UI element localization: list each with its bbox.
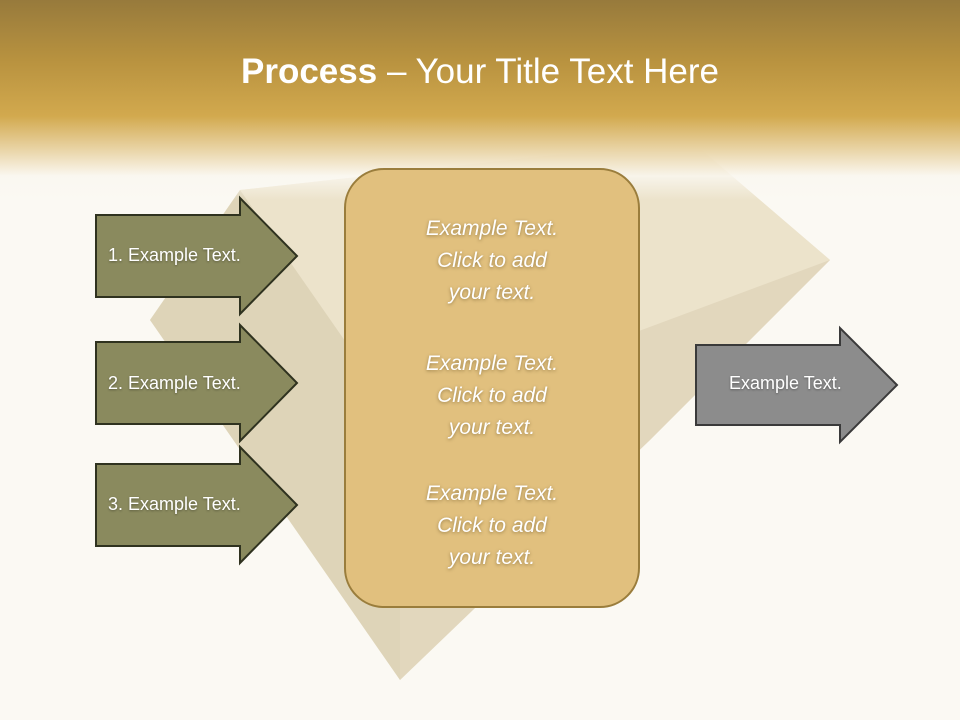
left-arrow-1-label: 1. Example Text. — [108, 245, 241, 265]
block-3-line-1: Example Text. — [425, 482, 559, 505]
left-arrow-3-label: 3. Example Text. — [108, 494, 241, 514]
block-2-line-1: Example Text. — [425, 352, 559, 375]
block-2-line-2: Click to add — [437, 384, 547, 407]
center-text-block-1[interactable]: Example Text. Click to add your text. — [344, 213, 640, 309]
title-rest: – Your Title Text Here — [377, 52, 719, 91]
block-1-line-3: your text. — [448, 281, 536, 304]
slide-title[interactable]: Process – Your Title Text Here — [0, 52, 960, 92]
center-text-block-2[interactable]: Example Text. Click to add your text. — [344, 348, 640, 444]
right-arrow-label: Example Text. — [729, 373, 842, 393]
left-arrow-2-label: 2. Example Text. — [108, 373, 241, 393]
block-1-line-1: Example Text. — [425, 217, 559, 240]
block-2-line-3: your text. — [448, 416, 536, 439]
title-bold: Process — [241, 52, 378, 91]
header-band — [0, 0, 960, 200]
block-1-line-2: Click to add — [437, 249, 547, 272]
center-text-panel[interactable] — [344, 168, 640, 608]
block-3-line-3: your text. — [448, 546, 536, 569]
block-3-line-2: Click to add — [437, 514, 547, 537]
center-text-block-3[interactable]: Example Text. Click to add your text. — [344, 478, 640, 574]
